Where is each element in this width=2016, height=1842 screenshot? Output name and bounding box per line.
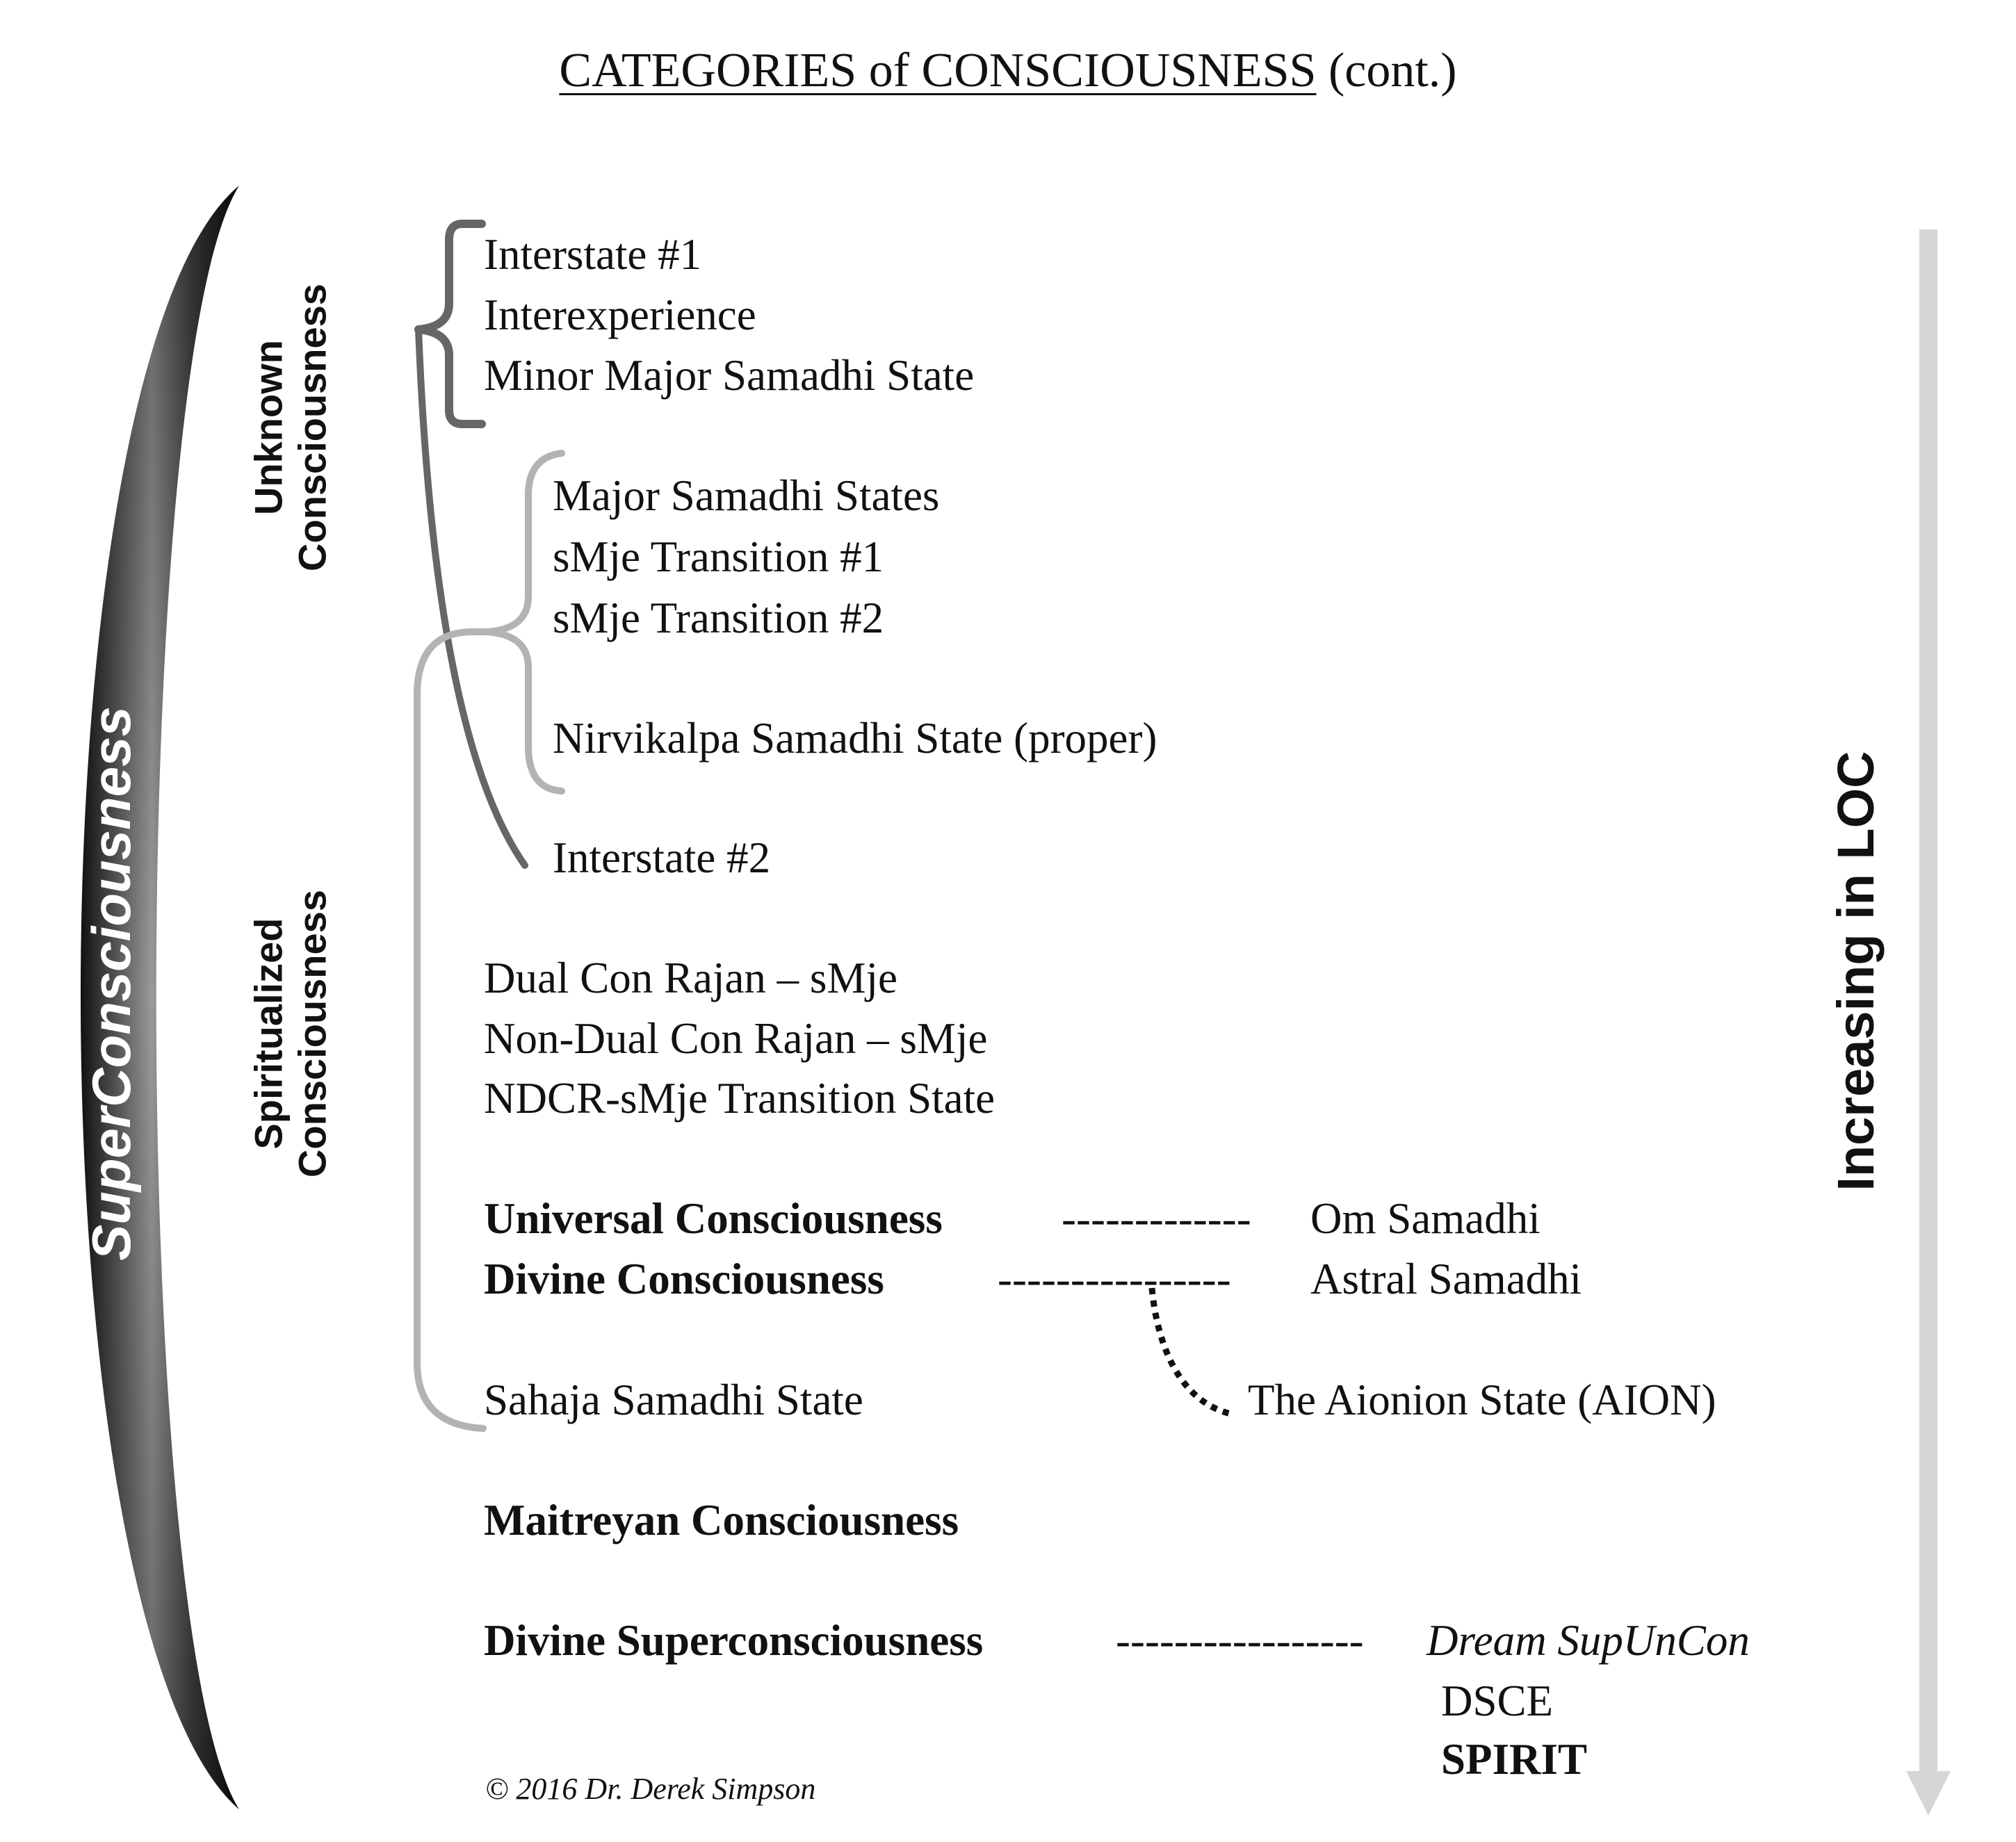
smje-transition-1: sMje Transition #1 — [553, 532, 884, 581]
minor-major-samadhi: Minor Major Samadhi State — [484, 351, 975, 400]
dream-supuncon: Dream SupUnCon — [1426, 1616, 1750, 1665]
divine-dashes: ---------------- — [998, 1255, 1231, 1303]
sahaja-samadhi: Sahaja Samadhi State — [484, 1376, 863, 1424]
aion-dotted-connector — [1148, 1287, 1235, 1418]
spirit: SPIRIT — [1441, 1735, 1588, 1784]
divine-consciousness: Divine Consciousness — [484, 1255, 884, 1303]
universal-dashes: ------------- — [1062, 1194, 1251, 1243]
non-dual-con-rajan: Non-Dual Con Rajan – sMje — [484, 1014, 988, 1063]
om-samadhi: Om Samadhi — [1310, 1194, 1541, 1243]
group1-bracket — [414, 220, 486, 428]
unknown-consciousness-label: Unknown Consciousness — [246, 284, 334, 571]
universal-consciousness: Universal Consciousness — [484, 1194, 943, 1243]
spiritualized-line-1: Spiritualized — [246, 918, 291, 1150]
loc-arrow-head — [1906, 1771, 1951, 1816]
ndcr-transition-state: NDCR-sMje Transition State — [484, 1074, 995, 1123]
dual-con-rajan: Dual Con Rajan – sMje — [484, 954, 897, 1002]
title-main: CATEGORIES of CONSCIOUSNESS — [559, 44, 1317, 97]
copyright: © 2016 Dr. Derek Simpson — [485, 1772, 816, 1806]
spiritualized-bracket — [414, 628, 490, 1432]
divine-super-dashes: ----------------- — [1116, 1616, 1364, 1665]
loc-arrow-shaft — [1919, 229, 1937, 1779]
page-title: CATEGORIES of CONSCIOUSNESS (cont.) — [0, 43, 2016, 99]
spiritualized-line-2: Consciousness — [290, 890, 334, 1177]
maitreyan-consciousness: Maitreyan Consciousness — [484, 1496, 959, 1544]
unknown-line-1: Unknown — [246, 340, 291, 515]
group2-bracket — [483, 450, 565, 794]
spiritualized-consciousness-label: Spiritualized Consciousness — [246, 890, 334, 1177]
major-samadhi-states: Major Samadhi States — [553, 471, 940, 520]
nirvikalpa-samadhi: Nirvikalpa Samadhi State (proper) — [553, 714, 1157, 763]
aionion-state: The Aionion State (AION) — [1248, 1376, 1716, 1424]
interstate-curve — [415, 326, 528, 869]
interexperience: Interexperience — [484, 291, 756, 339]
smje-transition-2: sMje Transition #2 — [553, 594, 884, 642]
interstate-2: Interstate #2 — [553, 833, 771, 882]
unknown-line-2: Consciousness — [290, 284, 334, 571]
dsce: DSCE — [1441, 1677, 1554, 1725]
divine-superconsciousness: Divine Superconsciousness — [484, 1616, 984, 1665]
astral-samadhi: Astral Samadhi — [1310, 1255, 1582, 1303]
title-suffix: (cont.) — [1316, 44, 1457, 97]
interstate-1: Interstate #1 — [484, 230, 702, 279]
superconsciousness-label: SuperConsciousness — [81, 706, 142, 1261]
increasing-loc-label: Increasing in LOC — [1827, 751, 1885, 1191]
